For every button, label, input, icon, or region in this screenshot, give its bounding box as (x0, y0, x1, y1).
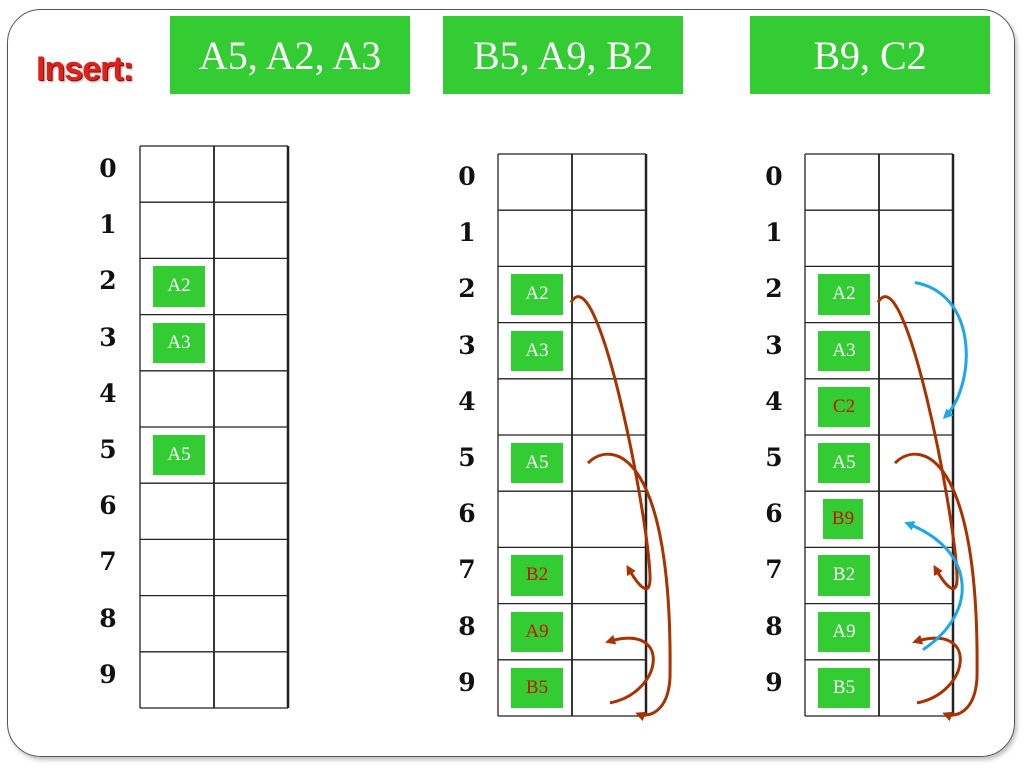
hash-entry-b2: B2 (818, 555, 870, 596)
row-number: 8 (765, 611, 783, 641)
row-number: 5 (765, 443, 783, 472)
row-number: 8 (99, 603, 117, 633)
row-number: 3 (458, 330, 476, 360)
hash-entry-c2: C2 (818, 386, 870, 427)
row-number: 2 (99, 266, 117, 296)
hash-entry-a5: A5 (153, 435, 205, 476)
row-number: 6 (99, 491, 117, 521)
hash-entry-a2: A2 (818, 274, 870, 315)
row-number: 9 (458, 667, 476, 697)
row-number: 7 (99, 547, 117, 577)
row-number: 4 (99, 378, 117, 408)
row-number: 1 (765, 218, 783, 248)
hash-entry-a3: A3 (511, 330, 563, 371)
row-number: 7 (458, 555, 476, 585)
hash-entry-b5: B5 (511, 667, 563, 708)
hash-entry-a5: A5 (818, 443, 870, 484)
row-number: 9 (99, 659, 117, 689)
row-number: 0 (458, 162, 476, 191)
hash-entry-a5: A5 (511, 443, 563, 484)
slide-frame (7, 9, 1015, 757)
step-banner-1: A5, A2, A3 (170, 16, 410, 94)
row-number: 9 (765, 667, 783, 697)
hash-entry-a3: A3 (153, 322, 205, 363)
row-number: 3 (99, 322, 117, 352)
hash-entry-a3: A3 (818, 330, 870, 371)
row-number: 2 (765, 274, 783, 304)
hash-entry-b5: B5 (818, 667, 870, 708)
insert-label: Insert: (36, 50, 134, 88)
hash-entry-a2: A2 (153, 266, 205, 307)
row-number: 5 (458, 443, 476, 472)
hash-entry-a9: A9 (818, 611, 870, 652)
row-number: 6 (458, 499, 476, 529)
hash-entry-b2: B2 (511, 555, 563, 596)
row-number: 4 (765, 386, 783, 416)
row-number: 2 (458, 274, 476, 304)
hash-entry-a9: A9 (511, 611, 563, 652)
row-number: 1 (458, 218, 476, 248)
row-number: 3 (765, 330, 783, 360)
hash-entry-a2: A2 (511, 274, 563, 315)
step-banner-3: B9, C2 (750, 16, 990, 94)
row-number: 0 (99, 154, 117, 183)
hash-entry-b9: B9 (823, 499, 863, 540)
row-number: 0 (765, 162, 783, 191)
row-number: 5 (99, 435, 117, 464)
row-number: 1 (99, 210, 117, 240)
step-banner-2: B5, A9, B2 (443, 16, 683, 94)
row-number: 4 (458, 386, 476, 416)
row-number: 7 (765, 555, 783, 585)
row-number: 6 (765, 499, 783, 529)
row-number: 8 (458, 611, 476, 641)
